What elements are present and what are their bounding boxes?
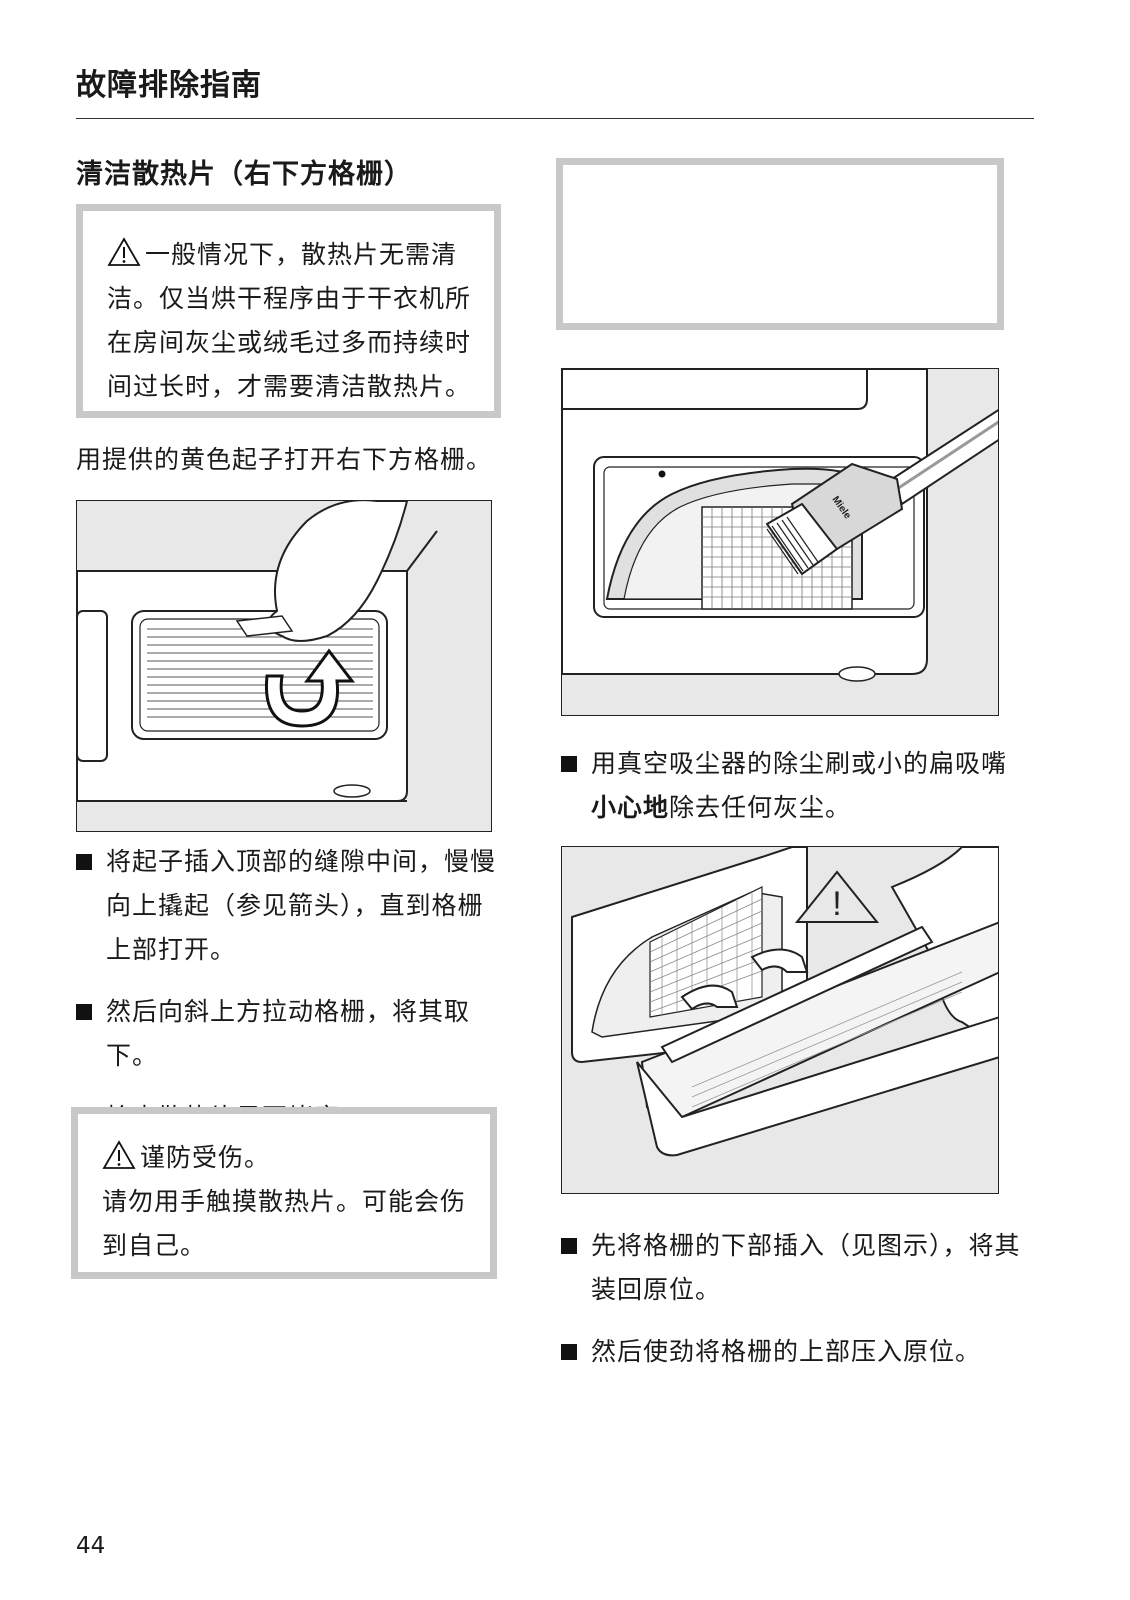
page-number: 44 [76, 1533, 106, 1559]
step-clean-post: 除去任何灰尘。 [669, 793, 852, 822]
step-item: 用真空吸尘器的除尘刷或小的扁吸嘴小心地除去任何灰尘。 [561, 742, 1021, 830]
injury-warning-title: 谨防受伤。 [140, 1143, 271, 1172]
step-list-left: 将起子插入顶部的缝隙中间，慢慢向上撬起（参见箭头），直到格栅上部打开。 然后向斜… [76, 840, 508, 1140]
bullet-square-icon [561, 756, 577, 772]
warning-symbol: ! [832, 885, 841, 923]
caution-note-text: 一般情况下，散热片无需清洁。仅当烘干程序由于干衣机所在房间灰尘或绒毛过多而持续时… [107, 240, 472, 401]
step-text: 用真空吸尘器的除尘刷或小的扁吸嘴小心地除去任何灰尘。 [591, 742, 1021, 830]
section-title: 清洁散热片（右下方格栅） [76, 159, 412, 190]
step-list-right-top: 用真空吸尘器的除尘刷或小的扁吸嘴小心地除去任何灰尘。 [561, 742, 1021, 830]
step-clean-pre: 用真空吸尘器的除尘刷或小的扁吸嘴 [591, 749, 1008, 778]
empty-note-box [556, 158, 1004, 330]
warning-triangle-icon: ! [794, 870, 880, 923]
bullet-square-icon [561, 1344, 577, 1360]
warning-triangle-icon [102, 1140, 136, 1170]
step-list-right-bottom: 先将格栅的下部插入（见图示），将其装回原位。 然后使劲将格栅的上部压入原位。 [561, 1224, 1021, 1374]
injury-warning-text: 请勿用手触摸散热片。可能会伤到自己。 [102, 1187, 467, 1260]
header-divider [76, 118, 1034, 119]
step-item: 将起子插入顶部的缝隙中间，慢慢向上撬起（参见箭头），直到格栅上部打开。 [76, 840, 508, 972]
step-text: 然后使劲将格栅的上部压入原位。 [591, 1337, 982, 1366]
figure-open-grille [76, 500, 492, 832]
vacuum-brush: Miele [765, 462, 904, 576]
figure-refit-grille: ! [561, 846, 999, 1194]
warning-triangle-icon [107, 237, 141, 267]
step-text: 然后向斜上方拉动格栅，将其取下。 [106, 997, 471, 1070]
step-clean-emphasis: 小心地 [591, 793, 670, 822]
page-header-title: 故障排除指南 [76, 68, 262, 103]
step-text: 将起子插入顶部的缝隙中间，慢慢向上撬起（参见箭头），直到格栅上部打开。 [106, 847, 497, 964]
step-item: 先将格栅的下部插入（见图示），将其装回原位。 [561, 1224, 1021, 1312]
figure-vacuum-cleaning: Miele [561, 368, 999, 716]
grille-slats [147, 628, 373, 718]
caution-note-box: 一般情况下，散热片无需清洁。仅当烘干程序由于干衣机所在房间灰尘或绒毛过多而持续时… [76, 204, 501, 418]
intro-instruction: 用提供的黄色起子打开右下方格栅。 [76, 445, 493, 474]
step-item: 然后使劲将格栅的上部压入原位。 [561, 1330, 1021, 1374]
bullet-square-icon [76, 1004, 92, 1020]
injury-warning-headline: 谨防受伤。 [102, 1136, 470, 1180]
bullet-square-icon [76, 854, 92, 870]
caution-note: 一般情况下，散热片无需清洁。仅当烘干程序由于干衣机所在房间灰尘或绒毛过多而持续时… [107, 233, 474, 409]
step-text: 先将格栅的下部插入（见图示），将其装回原位。 [591, 1231, 1021, 1304]
injury-warning-box: 谨防受伤。 请勿用手触摸散热片。可能会伤到自己。 [71, 1107, 497, 1279]
bullet-square-icon [561, 1238, 577, 1254]
step-item: 然后向斜上方拉动格栅，将其取下。 [76, 990, 508, 1078]
